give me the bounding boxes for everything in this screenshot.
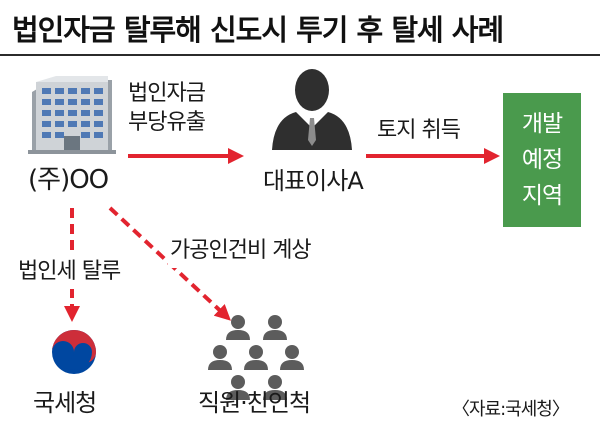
target-area-line-3: 지역 xyxy=(521,183,563,209)
office-building-icon xyxy=(28,76,116,154)
title-divider xyxy=(0,54,600,56)
source-label: 〈자료:국세청〉 xyxy=(452,399,570,420)
staff-label: 직원·친인척 xyxy=(198,389,311,417)
ceo-label: 대표이사A xyxy=(263,167,364,195)
fund-outflow-label-line2: 부당유출 xyxy=(128,110,206,135)
taegeuk-emblem-icon xyxy=(52,330,96,374)
page-title: 법인자금 탈루해 신도시 투기 후 탈세 사례 xyxy=(12,13,504,47)
fake-labor-cost-label-backing xyxy=(168,234,344,268)
businessman-icon xyxy=(272,69,352,150)
target-area-line-2: 예정 xyxy=(521,147,563,173)
land-acquisition-label: 토지 취득 xyxy=(377,118,461,143)
target-area-box: 개발 예정 지역 xyxy=(503,93,581,227)
fake-labor-cost-label: 가공인건비 계상 xyxy=(170,238,312,263)
company-label: (주)OO xyxy=(28,165,109,195)
target-area-line-1: 개발 xyxy=(521,111,563,137)
tax-evasion-label: 법인세 탈루 xyxy=(18,259,121,284)
people-group-icon xyxy=(208,315,304,400)
fund-outflow-label-line1: 법인자금 xyxy=(128,81,206,106)
tax-office-label: 국세청 xyxy=(33,389,97,417)
tax-evasion-label-backing xyxy=(16,255,134,289)
